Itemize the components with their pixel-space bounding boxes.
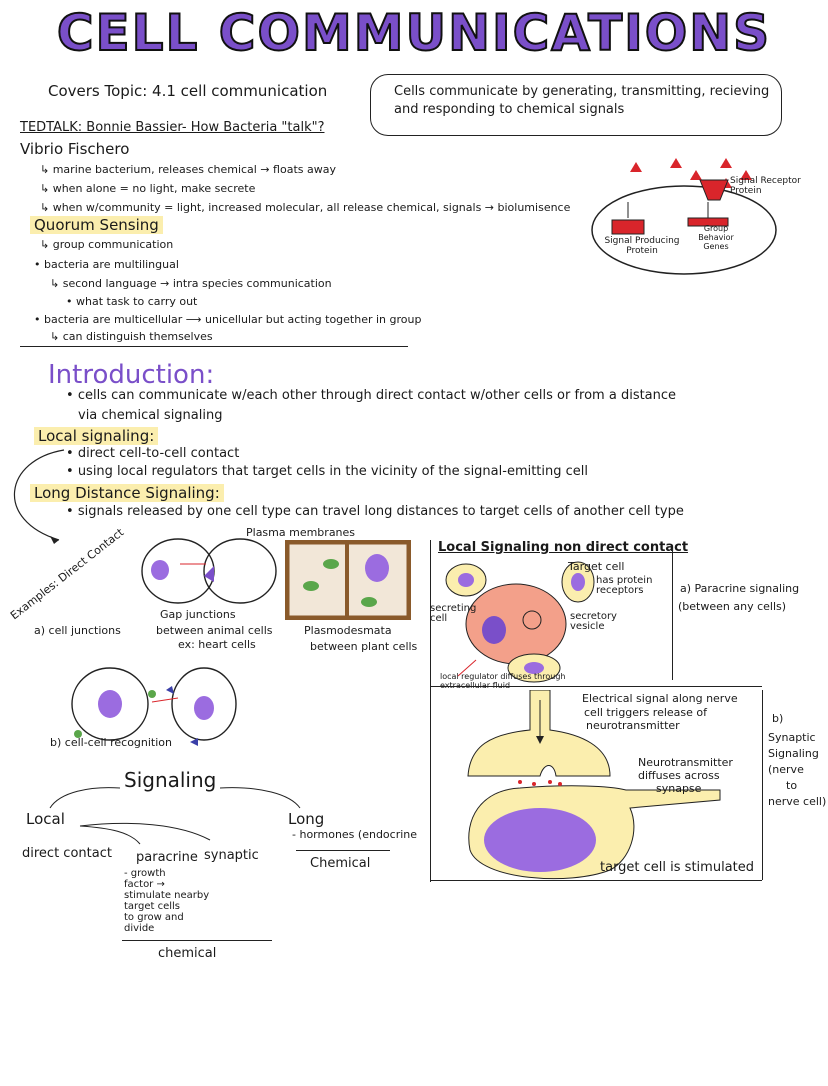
long-heading: Long Distance Signaling:	[30, 484, 224, 502]
tree-local: Local	[26, 810, 65, 828]
neuro-line-3: synapse	[656, 782, 702, 795]
intro-line-2: via chemical signaling	[78, 408, 223, 423]
vesicle-label: secretory vesicle	[570, 611, 617, 632]
electrical-line-3: neurotransmitter	[586, 719, 680, 732]
plasmodesmata-diagram	[285, 540, 411, 620]
producing-label: Signal Producing Protein	[604, 236, 680, 256]
a-cell-junctions: a) cell junctions	[34, 624, 121, 637]
gap-line-3: ex: heart cells	[178, 638, 256, 651]
synaptic-diagram	[467, 690, 721, 880]
covers-topic: Covers Topic: 4.1 cell communication	[48, 82, 328, 100]
quorum-line-1: ↳ group communication	[40, 238, 174, 251]
electrical-line-2: cell triggers release of	[584, 706, 708, 719]
ted-line-2: ↳ when alone = no light, make secrete	[40, 182, 256, 195]
plasmo-line-1: Plasmodesmata	[304, 624, 392, 637]
paracrine-divider	[672, 548, 673, 680]
long-line: • signals released by one cell type can …	[66, 504, 684, 519]
ted-line-3: ↳ when w/community = light, increased mo…	[40, 201, 571, 214]
tree-branches	[49, 787, 301, 845]
recognition-diagram	[71, 667, 237, 746]
chemical-bracket	[122, 940, 272, 941]
local-line-2: • using local regulators that target cel…	[66, 464, 589, 479]
ted-line-1: ↳ marine bacterium, releases chemical → …	[40, 163, 336, 176]
summary-line-1: Cells communicate by generating, transmi…	[394, 84, 770, 99]
quorum-heading: Quorum Sensing	[30, 216, 163, 234]
b-recognition: b) cell-cell recognition	[50, 736, 172, 749]
receptor-diagram	[591, 158, 777, 275]
local-line-1: • direct cell-to-cell contact	[66, 446, 240, 461]
summary-line-2: and responding to chemical signals	[394, 102, 625, 117]
neuro-line-1: Neurotransmitter	[638, 756, 733, 769]
side-b-label: b)	[772, 712, 784, 725]
receptor-label: Signal Receptor Protein	[730, 176, 801, 196]
quorum-line-2: • bacteria are multilingual	[34, 258, 179, 271]
intro-line-1: • cells can communicate w/each other thr…	[66, 388, 677, 403]
synaptic-right-border	[762, 690, 763, 880]
tree-paracrine: paracrine	[136, 850, 198, 865]
synaptic-top-line	[430, 686, 762, 687]
behavior-label: Group Behavior Genes	[698, 224, 734, 251]
tree-chemical-long: Chemical	[310, 856, 371, 871]
target-stimulated: target cell is stimulated	[600, 860, 754, 875]
quorum-line-5: • bacteria are multicellular ⟶ unicellul…	[34, 313, 422, 326]
summary-box	[370, 74, 782, 136]
tree-direct: direct contact	[22, 846, 112, 861]
regulator-label: local regulator diffuses through extrace…	[440, 672, 566, 690]
tree-growth: - growth factor → stimulate nearby targe…	[124, 868, 210, 934]
tree-synaptic: synaptic	[204, 848, 259, 863]
paracrine-heading: Local Signaling non direct contact	[438, 540, 689, 555]
hormones-bracket	[296, 850, 390, 851]
right-panel-border	[430, 540, 431, 882]
gap-line-1: Gap junctions	[160, 608, 236, 621]
side-b-text: Synaptic Signaling (nerve to nerve cell)	[768, 731, 827, 808]
tree-hormones: - hormones (endocrine	[292, 828, 418, 841]
tree-chemical-local: chemical	[158, 946, 217, 961]
tree-long: Long	[288, 810, 325, 828]
ted-divider	[20, 346, 408, 347]
intro-heading: Introduction:	[48, 360, 215, 390]
secreting-label: secreting cell	[430, 603, 477, 624]
curved-arrow	[14, 449, 65, 544]
ted-subject: Vibrio Fischero	[20, 140, 130, 158]
tree-root: Signaling	[124, 768, 217, 792]
receptors-label: has protein receptors	[596, 575, 653, 596]
gap-junction-diagram	[141, 538, 277, 604]
quorum-line-4: • what task to carry out	[66, 295, 198, 308]
synaptic-bottom-line	[430, 880, 762, 881]
quorum-line-6: ↳ can distinguish themselves	[50, 330, 213, 343]
quorum-line-3: ↳ second language → intra species commun…	[50, 277, 332, 290]
electrical-line-1: Electrical signal along nerve	[582, 692, 738, 705]
side-a-line-1: a) Paracrine signaling	[680, 582, 800, 595]
neuro-line-2: diffuses across	[638, 769, 720, 782]
page-title: CELL COMMUNICATIONS	[56, 3, 772, 63]
plasma-label: Plasma membranes	[246, 526, 356, 539]
ted-title: TEDTALK: Bonnie Bassier- How Bacteria "t…	[20, 120, 325, 135]
plasmo-line-2: between plant cells	[310, 640, 418, 653]
local-heading: Local signaling:	[34, 427, 159, 445]
target-cell-label: Target cell	[568, 560, 625, 573]
gap-line-2: between animal cells	[156, 624, 273, 637]
side-a-line-2: (between any cells)	[678, 600, 787, 613]
paracrine-diagram	[445, 561, 595, 683]
